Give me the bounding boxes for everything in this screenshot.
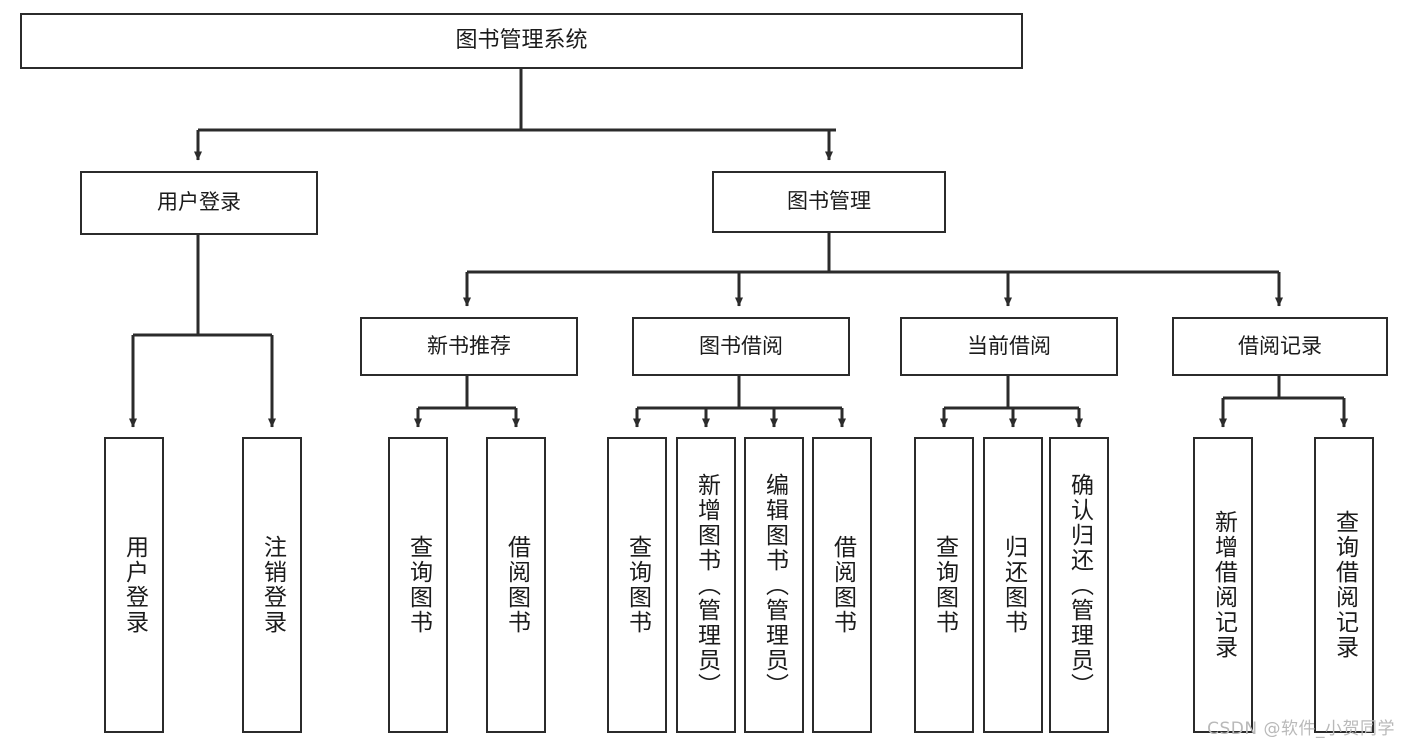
node-book-borrow[interactable]: 图书借阅	[632, 317, 850, 376]
node-leaf-borrow-book-2-label: 借阅图书	[829, 535, 856, 635]
node-leaf-edit-book-label: 编辑图书（管理员）	[761, 472, 788, 698]
node-leaf-logout[interactable]: 注销登录	[242, 437, 302, 733]
node-leaf-return-book-label: 归还图书	[1000, 535, 1027, 635]
node-leaf-query-book-3[interactable]: 查询图书	[914, 437, 974, 733]
node-leaf-query-record-label: 查询借阅记录	[1331, 510, 1358, 660]
node-leaf-query-record[interactable]: 查询借阅记录	[1314, 437, 1374, 733]
node-leaf-borrow-book-1-label: 借阅图书	[503, 535, 530, 635]
node-user-login[interactable]: 用户登录	[80, 171, 318, 235]
csdn-watermark: CSDN @软件_小贺同学	[1207, 719, 1395, 739]
node-book-manage-label: 图书管理	[787, 189, 871, 214]
node-borrow-record[interactable]: 借阅记录	[1172, 317, 1388, 376]
node-leaf-query-book-2-label: 查询图书	[624, 535, 651, 635]
node-leaf-query-book-1-label: 查询图书	[405, 535, 432, 635]
node-leaf-add-book[interactable]: 新增图书（管理员）	[676, 437, 736, 733]
node-root-label: 图书管理系统	[455, 27, 588, 53]
node-leaf-add-book-label: 新增图书（管理员）	[693, 472, 720, 698]
node-new-book-recommend-label: 新书推荐	[427, 333, 511, 358]
node-leaf-logout-label: 注销登录	[259, 535, 286, 635]
node-current-borrow-label: 当前借阅	[967, 333, 1051, 358]
node-leaf-add-record-label: 新增借阅记录	[1210, 510, 1237, 660]
node-leaf-query-book-1[interactable]: 查询图书	[388, 437, 448, 733]
node-leaf-return-book[interactable]: 归还图书	[983, 437, 1043, 733]
node-leaf-query-book-2[interactable]: 查询图书	[607, 437, 667, 733]
node-user-login-label: 用户登录	[157, 190, 241, 215]
node-book-borrow-label: 图书借阅	[699, 333, 783, 358]
node-leaf-user-login-label: 用户登录	[121, 535, 148, 635]
node-book-manage[interactable]: 图书管理	[712, 171, 946, 233]
node-leaf-borrow-book-2[interactable]: 借阅图书	[812, 437, 872, 733]
node-current-borrow[interactable]: 当前借阅	[900, 317, 1118, 376]
node-borrow-record-label: 借阅记录	[1238, 333, 1322, 358]
node-root[interactable]: 图书管理系统	[20, 13, 1023, 69]
node-leaf-confirm-return-label: 确认归还（管理员）	[1066, 472, 1093, 698]
node-leaf-borrow-book-1[interactable]: 借阅图书	[486, 437, 546, 733]
node-leaf-edit-book[interactable]: 编辑图书（管理员）	[744, 437, 804, 733]
node-leaf-user-login[interactable]: 用户登录	[104, 437, 164, 733]
node-leaf-add-record[interactable]: 新增借阅记录	[1193, 437, 1253, 733]
node-leaf-confirm-return[interactable]: 确认归还（管理员）	[1049, 437, 1109, 733]
node-leaf-query-book-3-label: 查询图书	[931, 535, 958, 635]
node-new-book-recommend[interactable]: 新书推荐	[360, 317, 578, 376]
